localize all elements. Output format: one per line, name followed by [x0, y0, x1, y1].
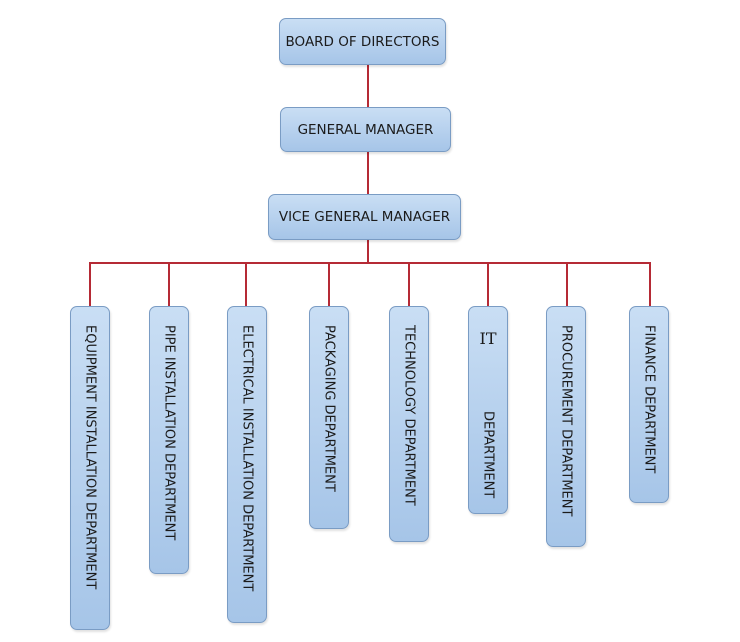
node-label-top: IT	[479, 329, 497, 348]
node-equipment-installation-department: EQUIPMENT INSTALLATION DEPARTMENT	[70, 306, 110, 630]
connector-dept-6	[487, 262, 489, 306]
connector-dept-1	[89, 262, 91, 306]
node-label: PIPE INSTALLATION DEPARTMENT	[161, 325, 177, 541]
connector-dept-7	[566, 262, 568, 306]
node-label: TECHNOLOGY DEPARTMENT	[401, 325, 417, 506]
node-label: VICE GENERAL MANAGER	[278, 209, 451, 225]
node-procurement-department: PROCUREMENT DEPARTMENT	[546, 306, 586, 547]
node-vice-general-manager: VICE GENERAL MANAGER	[268, 194, 461, 240]
node-pipe-installation-department: PIPE INSTALLATION DEPARTMENT	[149, 306, 189, 574]
node-label: FINANCE DEPARTMENT	[641, 325, 657, 474]
node-label: GENERAL MANAGER	[297, 121, 434, 138]
node-label: PACKAGING DEPARTMENT	[321, 325, 337, 492]
connector-dept-8	[649, 262, 651, 306]
node-label: ELECTRICAL INSTALLATION DEPARTMENT	[239, 325, 255, 592]
connector-vgm-bus	[367, 240, 369, 264]
node-finance-department: FINANCE DEPARTMENT	[629, 306, 669, 503]
node-label-bottom: DEPARTMENT	[480, 411, 496, 499]
node-label: EQUIPMENT INSTALLATION DEPARTMENT	[82, 325, 98, 590]
node-label: PROCUREMENT DEPARTMENT	[558, 325, 574, 517]
connector-dept-4	[328, 262, 330, 306]
node-label: BOARD OF DIRECTORS	[285, 33, 440, 50]
connector-dept-2	[168, 262, 170, 306]
connector-dept-5	[408, 262, 410, 306]
connector-board-gm	[367, 65, 369, 107]
node-it-department: IT DEPARTMENT	[468, 306, 508, 514]
connector-bus	[89, 262, 651, 264]
node-electrical-installation-department: ELECTRICAL INSTALLATION DEPARTMENT	[227, 306, 267, 623]
connector-dept-3	[245, 262, 247, 306]
node-technology-department: TECHNOLOGY DEPARTMENT	[389, 306, 429, 542]
connector-gm-vgm	[367, 152, 369, 194]
node-packaging-department: PACKAGING DEPARTMENT	[309, 306, 349, 529]
node-board-of-directors: BOARD OF DIRECTORS	[279, 18, 446, 65]
node-general-manager: GENERAL MANAGER	[280, 107, 451, 152]
